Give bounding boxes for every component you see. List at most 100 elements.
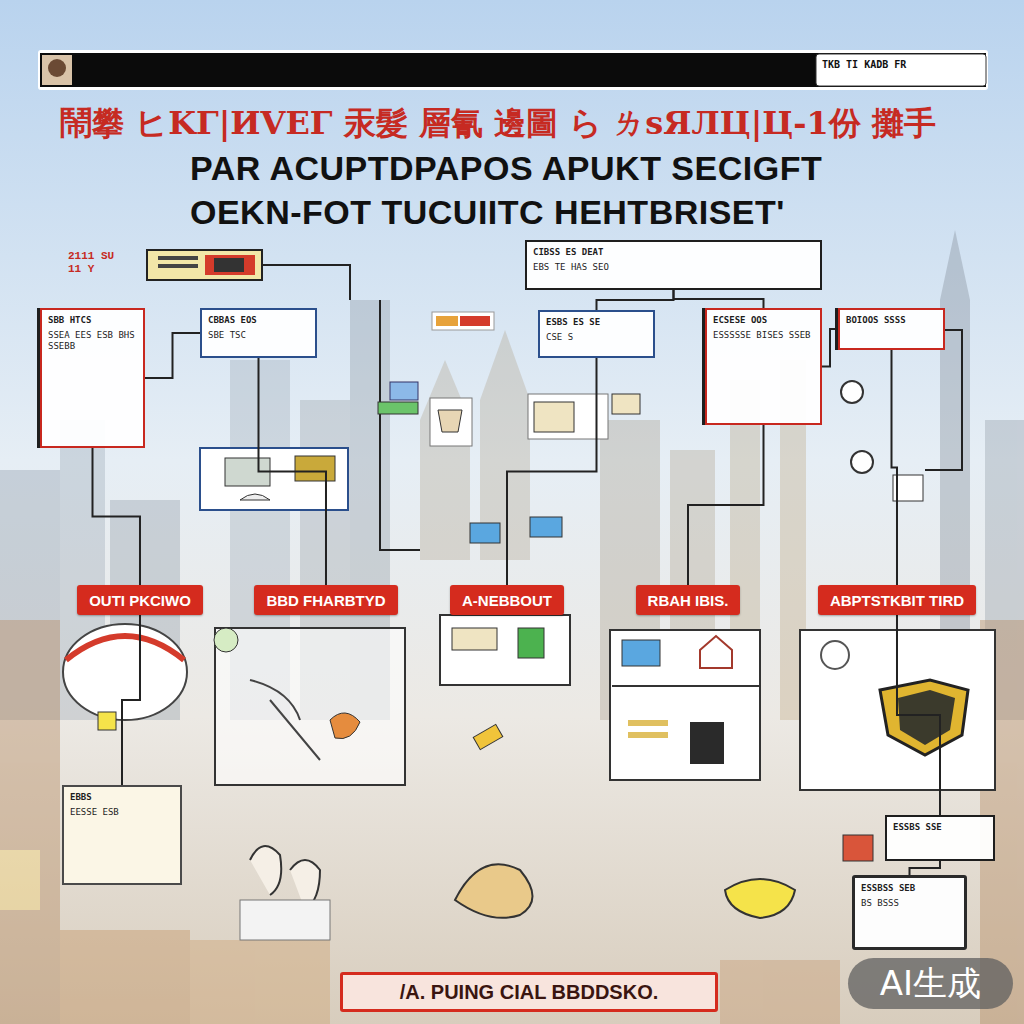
leader-wire	[262, 265, 350, 300]
info-card: ECSESE OOSESSSSSE BISES SSEB	[705, 308, 822, 425]
connector	[910, 861, 941, 875]
green-blob	[214, 628, 238, 652]
leader-wire	[925, 330, 962, 470]
monitor-screen: ESSBSS SEB BS BSSS	[852, 875, 967, 950]
icon-panel	[430, 398, 472, 446]
dark-block	[690, 722, 724, 764]
section-tag: OUTI PKCIWO	[77, 585, 203, 615]
stripe-block	[205, 255, 255, 275]
divider	[612, 685, 760, 687]
header-box	[816, 54, 986, 86]
info-card: BOIOOS SSSS	[838, 308, 945, 350]
connector	[145, 333, 200, 378]
node-text: SBE TSC	[208, 330, 309, 342]
avatar-face	[48, 59, 66, 77]
house-icon	[700, 636, 732, 668]
subtitle-banner: 鬧攀 ヒKΓ|ИVEΓ 汞髮 層氰 邊圖 ら ㄌsЯЛЦ|Ц-1份 攤手	[60, 104, 990, 142]
connector	[122, 615, 140, 785]
info-card: SBB HTCS SSEA EES ESB BHS SSEBB	[40, 308, 145, 448]
info-card: CIBSS ES DEAT EBS TE HAS SEO	[525, 240, 822, 290]
gear-icon	[841, 381, 863, 403]
icon	[390, 382, 418, 400]
connector	[688, 425, 764, 585]
node-text: CSE S	[546, 332, 647, 344]
gear-icon	[851, 451, 873, 473]
cloth-figure	[455, 864, 533, 918]
building	[190, 940, 330, 1024]
yellow-panel	[147, 250, 262, 280]
info-card: ESBS ES SE CSE S	[538, 310, 655, 358]
node-text: CIBSS ES DEAT	[533, 247, 814, 259]
connector	[93, 448, 140, 585]
node-text: ESBS ES SE	[546, 317, 647, 329]
node-text: SBB HTCS	[48, 315, 137, 327]
panel-frame	[440, 615, 570, 685]
header-note: TKB TI KADB FR	[822, 59, 980, 71]
icon	[452, 628, 497, 650]
orange-blob	[330, 713, 360, 739]
bar	[628, 732, 668, 738]
node-text: SSEA EES ESB BHS SSEBB	[48, 330, 137, 353]
icon	[518, 628, 544, 658]
section-tag: A-NEBBOUT	[450, 585, 564, 615]
node-text: BOIOOS SSSS	[846, 315, 937, 327]
red-icon	[843, 835, 873, 861]
window	[0, 850, 40, 910]
node-text: A-NEBBOUT	[462, 592, 552, 609]
node-text: BBD FHARBTYD	[266, 592, 385, 609]
blue-screen	[622, 640, 660, 666]
desk	[240, 900, 330, 940]
panel-frame	[610, 630, 760, 780]
church-spire	[420, 360, 470, 560]
node-text: ECSESE OOS	[713, 315, 814, 327]
stripe-block	[214, 258, 244, 272]
node-text: OUTI PKCIWO	[89, 592, 191, 609]
yellow-square	[98, 712, 116, 730]
yellow-pillow	[725, 879, 795, 918]
section-tag: ABPTSTKBIT TIRD	[818, 585, 976, 615]
node-text: BS BSSS	[861, 898, 958, 910]
hat-icon	[240, 494, 270, 500]
node-text: ABPTSTKBIT TIRD	[830, 592, 964, 609]
connector	[897, 615, 940, 815]
red-arc	[66, 636, 184, 660]
icon-panel	[432, 312, 494, 330]
note-card: ESSBS SSE	[885, 815, 995, 861]
shield-inner	[898, 690, 955, 745]
icon	[534, 402, 574, 432]
node-text: EESSE ESB	[70, 807, 174, 819]
building	[60, 930, 190, 1024]
icon	[378, 402, 418, 414]
info-card: CBBAS EOS SBE TSC	[200, 308, 317, 358]
connector	[259, 358, 326, 585]
section-tag: RBAH IBIS.	[636, 585, 741, 615]
avatar	[42, 55, 72, 85]
watermark: AI生成	[848, 958, 1013, 1009]
building	[720, 960, 840, 1024]
node-text: EBBS	[70, 792, 174, 804]
shield	[880, 680, 968, 755]
bar	[628, 720, 668, 726]
icon	[460, 316, 490, 326]
connector	[822, 329, 838, 367]
node-text: ESSBS SSE	[893, 822, 987, 834]
seal-icon	[821, 641, 849, 669]
building	[0, 620, 60, 1024]
leader-wire	[380, 300, 420, 550]
icon	[612, 394, 640, 414]
stripe	[158, 256, 198, 260]
icon	[436, 316, 458, 326]
scribble	[250, 680, 320, 760]
connector	[892, 350, 897, 585]
circle-panel	[63, 624, 187, 720]
node-text: ESSBSS SEB	[861, 883, 958, 895]
icon	[470, 523, 500, 543]
diagram-title: PAR ACUPTDPAPOS APUKT SECIGFT OEKN-FOT T…	[190, 146, 930, 234]
node-text: CBBAS EOS	[208, 315, 309, 327]
node-text: EBS TE HAS SEO	[533, 262, 814, 274]
panel-frame	[215, 628, 405, 785]
icon	[438, 410, 462, 432]
side-note: 2111 SU 11 Y	[68, 250, 130, 276]
